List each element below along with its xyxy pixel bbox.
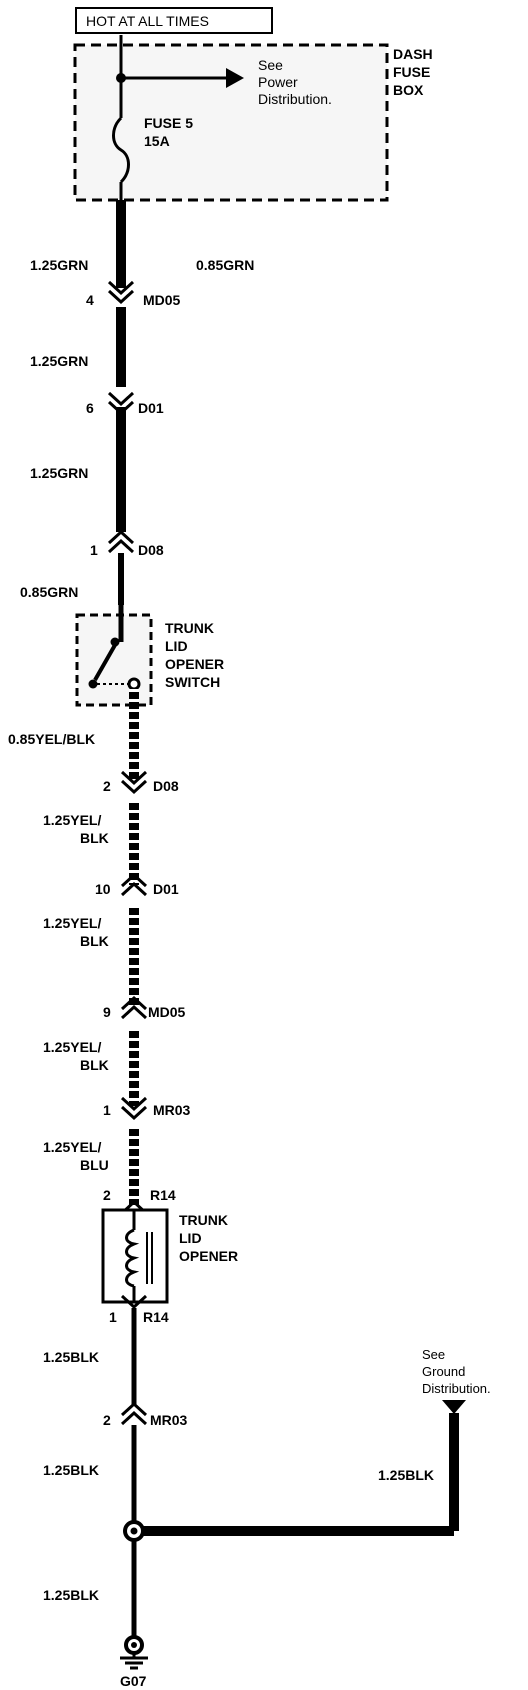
connector-name: R14	[150, 1187, 176, 1203]
wire-label-6-line1: 1.25YEL/	[43, 812, 101, 828]
power-dist-distribution: Distribution.	[258, 91, 332, 107]
connector-name: MD05	[143, 292, 181, 308]
switch-label-line4: SWITCH	[165, 674, 220, 690]
wire-label-9-line1: 1.25YEL/	[43, 1139, 101, 1155]
wire-label-7-line1: 1.25YEL/	[43, 915, 101, 931]
solenoid-coil	[125, 1228, 140, 1288]
opener-label-line1: TRUNK	[179, 1212, 228, 1228]
connector-pin: 4	[86, 292, 94, 308]
wire-label-3: 1.25GRN	[30, 465, 88, 481]
wire-label-1: 1.25GRN	[30, 257, 88, 273]
wire-label-4: 0.85GRN	[20, 584, 78, 600]
switch-label-line1: TRUNK	[165, 620, 214, 636]
arrow-right-icon	[226, 68, 244, 88]
trunk-lid-opener: TRUNK LID OPENER	[101, 1208, 238, 1304]
connector-pin: 2	[103, 778, 111, 794]
connector-name: MR03	[150, 1412, 188, 1428]
connector-mr03-pin2: 2 MR03	[103, 1401, 188, 1428]
trunk-lid-opener-switch: TRUNK LID OPENER SWITCH	[75, 605, 224, 707]
wire-label-9-line2: BLU	[80, 1157, 109, 1173]
wire-label-1-alt: 0.85GRN	[196, 257, 254, 273]
wire-label-5: 0.85YEL/BLK	[8, 731, 95, 747]
connector-name: R14	[143, 1309, 169, 1325]
connector-r14-pin1: 1 R14	[109, 1294, 169, 1325]
connector-name: D08	[138, 542, 164, 558]
connector-name: D08	[153, 778, 179, 794]
power-dist-power: Power	[258, 74, 298, 90]
opener-label-line2: LID	[179, 1230, 202, 1246]
connector-pin: 6	[86, 400, 94, 416]
wire-label-13: 1.25BLK	[43, 1587, 99, 1603]
connector-pin: 1	[109, 1309, 117, 1325]
wire-label-12: 1.25BLK	[378, 1467, 434, 1483]
connector-d08-pin2: 2 D08	[103, 770, 179, 795]
dash-fuse-box: DASH FUSE BOX	[73, 43, 433, 202]
connector-d08-pin1: 1 D08	[90, 529, 164, 558]
connector-name: D01	[153, 881, 179, 897]
connector-pin: 2	[103, 1187, 111, 1203]
connector-d01-pin10: 10 D01	[95, 872, 179, 897]
connector-md05-pin4: 4 MD05	[86, 280, 181, 308]
wire-label-7-line2: BLK	[80, 933, 109, 949]
wire-label-8-line1: 1.25YEL/	[43, 1039, 101, 1055]
ground-g07: G07	[120, 1635, 148, 1689]
arrow-down-icon	[442, 1400, 466, 1414]
hot-at-all-times-label: HOT AT ALL TIMES	[86, 13, 209, 29]
fuse-name: FUSE 5	[144, 115, 193, 131]
opener-label-line3: OPENER	[179, 1248, 238, 1264]
fuse-box-name-line1: DASH	[393, 46, 433, 62]
wire-label-10: 1.25BLK	[43, 1349, 99, 1365]
hot-at-all-times-header: HOT AT ALL TIMES	[75, 7, 273, 34]
connector-pin: 2	[103, 1412, 111, 1428]
connector-name: D01	[138, 400, 164, 416]
wire-label-8-line2: BLK	[80, 1057, 109, 1073]
connector-pin: 1	[103, 1102, 111, 1118]
fuse-box-name-line2: FUSE	[393, 64, 430, 80]
connector-name: MR03	[153, 1102, 191, 1118]
connector-pin: 1	[90, 542, 98, 558]
wire-label-6-line2: BLK	[80, 830, 109, 846]
fuse-box-name-line3: BOX	[393, 82, 424, 98]
fuse-rating: 15A	[144, 133, 170, 149]
switch-blade	[93, 644, 117, 681]
ground-distribution: Distribution.	[422, 1381, 491, 1396]
connector-d01-pin6: 6 D01	[86, 391, 164, 416]
connector-name: MD05	[148, 1004, 186, 1020]
connector-md05-pin9: 9 MD05	[103, 995, 186, 1020]
wire-label-11: 1.25BLK	[43, 1462, 99, 1478]
power-dist-see: See	[258, 57, 283, 73]
ground-ground: Ground	[422, 1364, 465, 1379]
switch-label-line3: OPENER	[165, 656, 224, 672]
wire-label-2: 1.25GRN	[30, 353, 88, 369]
ground-see: See	[422, 1347, 445, 1362]
switch-label-line2: LID	[165, 638, 188, 654]
fuse-symbol	[112, 116, 130, 184]
black-wire	[131, 1308, 459, 1637]
connector-mr03-pin1: 1 MR03	[103, 1096, 191, 1121]
ground-distribution-ref: See Ground Distribution.	[422, 1347, 491, 1414]
connector-pin: 9	[103, 1004, 111, 1020]
ground-name: G07	[120, 1673, 147, 1689]
connector-pin: 10	[95, 881, 111, 897]
